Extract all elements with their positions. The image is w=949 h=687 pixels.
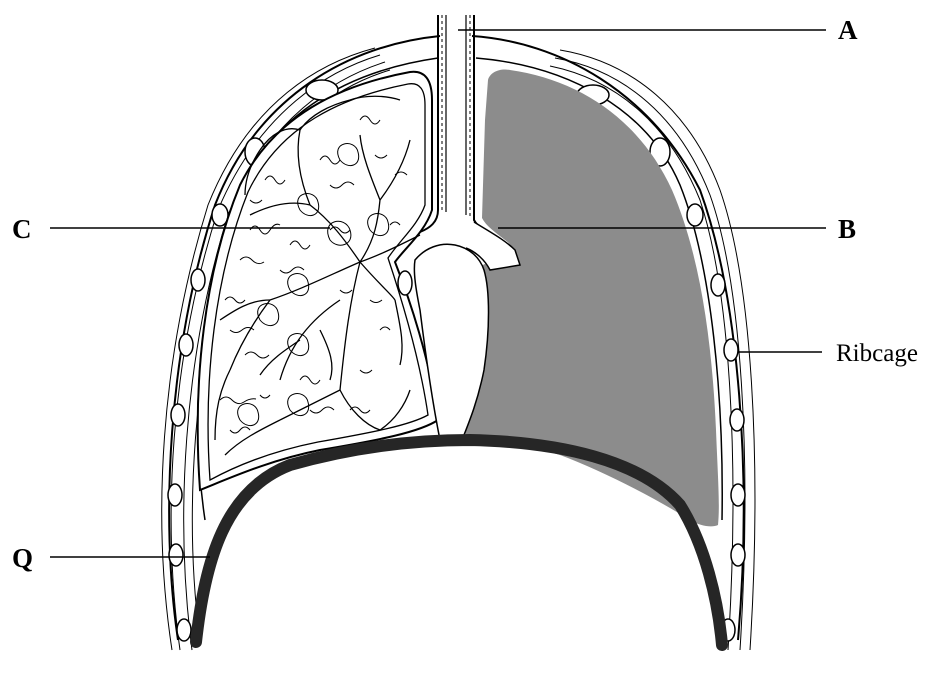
label-q: Q [12, 543, 33, 573]
diaphragm [196, 440, 722, 645]
label-ribcage: Ribcage [836, 340, 918, 367]
left-bronchus-node [398, 271, 412, 295]
label-a: A [838, 15, 858, 45]
label-c: C [12, 214, 32, 244]
label-b: B [838, 214, 856, 244]
